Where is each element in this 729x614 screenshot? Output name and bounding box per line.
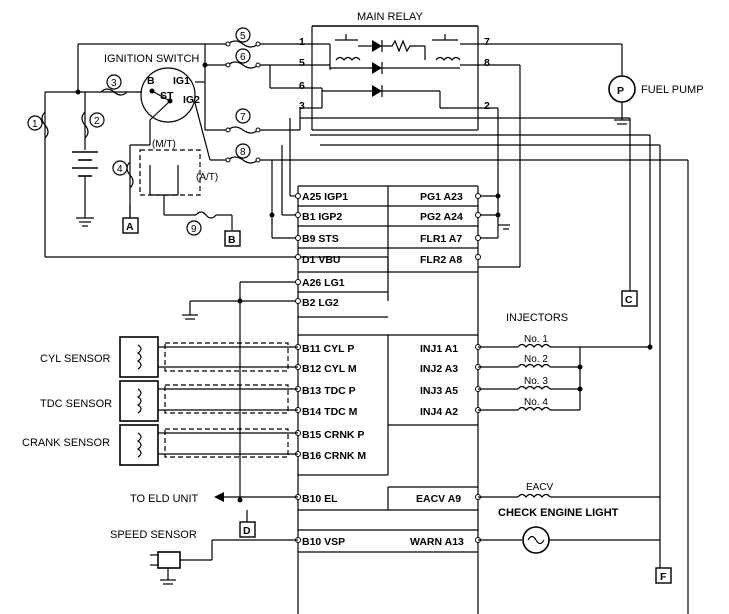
ecm-right-pins: PG1 A23 PG2 A24 FLR1 A7 FLR2 A8 INJ1 A1 …	[410, 191, 464, 548]
pin-b15: B15 CRNK P	[302, 429, 364, 441]
wiring	[44, 43, 689, 614]
ign-ig1-label: IG1	[173, 75, 190, 87]
check-engine-label: CHECK ENGINE LIGHT	[498, 507, 619, 519]
ignition-switch: IGNITION SWITCH B IG1 ST IG2	[104, 53, 200, 123]
fuel-pump-symbol: P	[617, 85, 624, 97]
eacv: EACV	[478, 482, 660, 498]
ecm	[297, 185, 479, 614]
pin-b10-vsp: B10 VSP	[302, 536, 345, 548]
speed-sensor: SPEED SENSOR	[110, 529, 298, 585]
eld-output: TO ELD UNIT	[130, 492, 298, 522]
pin-b2: B2 LG2	[302, 297, 339, 309]
injector-no3: No. 3	[524, 376, 548, 387]
fuel-pump-label: FUEL PUMP	[641, 84, 704, 96]
main-relay: MAIN RELAY 1 5 6 3 7 8 2	[299, 11, 490, 131]
pin-b1: B1 IGP2	[302, 211, 342, 223]
connector-a: A	[122, 205, 139, 234]
crank-sensor-label: CRANK SENSOR	[22, 437, 110, 449]
pin-pg1: PG1 A23	[420, 191, 463, 203]
fuel-pump: P FUEL PUMP	[608, 75, 704, 103]
injector-no4: No. 4	[524, 397, 548, 408]
pin-b9: B9 STS	[302, 233, 339, 245]
ign-ig2-label: IG2	[183, 94, 200, 106]
pin-d1: D1 VBU	[302, 254, 341, 266]
connector-b: B	[224, 230, 241, 247]
relay-pin-5: 5	[299, 57, 305, 69]
fuse-2-label: 2	[94, 116, 100, 127]
relay-pin-1: 1	[299, 36, 305, 48]
relay-pin-7: 7	[484, 36, 490, 48]
pin-b11: B11 CYL P	[302, 343, 354, 355]
svg-text:B: B	[228, 234, 236, 246]
pin-terminals	[75, 62, 653, 543]
check-engine-light: CHECK ENGINE LIGHT	[478, 507, 660, 554]
svg-text:C: C	[625, 294, 633, 306]
relay-pin-6: 6	[299, 80, 305, 92]
fuse-3-label: 3	[111, 78, 117, 89]
speed-sensor-label: SPEED SENSOR	[110, 529, 197, 541]
connector-c: C	[621, 290, 638, 307]
fuse-6-label: 6	[240, 52, 246, 63]
injectors-title: INJECTORS	[506, 312, 568, 324]
relay-pin-2: 2	[484, 100, 490, 112]
svg-text:D: D	[243, 525, 251, 537]
pin-eacv: EACV A9	[416, 493, 461, 505]
main-relay-title: MAIN RELAY	[357, 11, 423, 23]
pin-flr1: FLR1 A7	[420, 233, 462, 245]
pin-b16: B16 CRNK M	[302, 450, 366, 462]
fuse-8-label: 8	[240, 147, 246, 158]
fuse-7-label: 7	[240, 112, 246, 123]
injector-no1: No. 1	[524, 334, 548, 345]
eacv-label: EACV	[526, 482, 554, 493]
connector-d: D	[239, 521, 256, 538]
sensors: CYL SENSOR TDC SENSOR CRANK SENSOR	[22, 336, 298, 466]
pin-pg2: PG2 A24	[420, 211, 463, 223]
pin-b12: B12 CYL M	[302, 363, 357, 375]
pin-flr2: FLR2 A8	[420, 254, 462, 266]
svg-text:F: F	[660, 571, 667, 583]
tdc-sensor-label: TDC SENSOR	[40, 398, 112, 410]
pin-b10-el: B10 EL	[302, 493, 338, 505]
ign-b-label: B	[147, 75, 155, 87]
injector-no2: No. 2	[524, 354, 548, 365]
pin-inj4: INJ4 A2	[420, 406, 458, 418]
pin-inj2: INJ2 A3	[420, 363, 458, 375]
pin-inj1: INJ1 A1	[420, 343, 458, 355]
relay-pin-3: 3	[299, 100, 305, 112]
pin-inj3: INJ3 A5	[420, 385, 458, 397]
fuse-4-label: 4	[117, 164, 123, 175]
eld-label: TO ELD UNIT	[130, 493, 199, 505]
connector-f: F	[655, 567, 672, 584]
fuse-1-label: 1	[32, 119, 38, 130]
ignition-switch-title: IGNITION SWITCH	[104, 53, 199, 65]
svg-text:A: A	[126, 221, 134, 233]
mt-label: (M/T)	[152, 139, 176, 150]
pin-a25: A25 IGP1	[302, 191, 348, 203]
at-label: (A/T)	[196, 172, 218, 183]
pin-a26: A26 LG1	[302, 277, 345, 289]
fuse-9-label: 9	[191, 224, 197, 235]
ecm-left-pins: A25 IGP1 B1 IGP2 B9 STS D1 VBU A26 LG1 B…	[302, 191, 366, 548]
pin-warn: WARN A13	[410, 536, 464, 548]
fuses: 5 6 7 8 3 1	[27, 27, 261, 236]
pin-b14: B14 TDC M	[302, 406, 358, 418]
injectors: INJECTORS No. 1 No. 2 No. 3 No. 4	[478, 312, 650, 411]
cyl-sensor-label: CYL SENSOR	[40, 353, 111, 365]
relay-pin-8: 8	[484, 57, 490, 69]
fuse-5-label: 5	[240, 31, 246, 42]
pin-b13: B13 TDC P	[302, 385, 356, 397]
